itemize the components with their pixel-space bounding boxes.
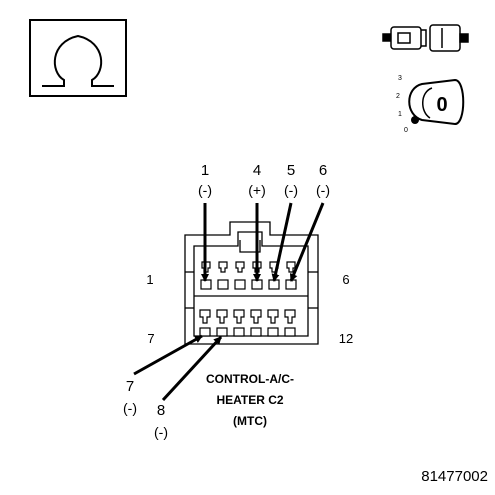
- pin-5-polarity: (-): [284, 182, 298, 198]
- pin-6-number: 6: [319, 162, 327, 179]
- pin-7-polarity: (-): [123, 400, 137, 416]
- cavity-label-top-right: 6: [342, 272, 349, 287]
- top-row-terminals: [200, 261, 297, 290]
- pin-8-polarity: (-): [154, 424, 168, 440]
- cavity-label-bottom-left: 7: [147, 331, 154, 346]
- ignition-key-label: 0: [436, 94, 447, 116]
- cavity-label-bottom-right: 12: [339, 331, 353, 346]
- ignition-position-2: 2: [396, 93, 400, 100]
- ohmmeter-icon: [29, 19, 127, 97]
- cavity-label-top-left: 1: [146, 272, 153, 287]
- connector-name-line-2: HEATER C2: [216, 393, 283, 407]
- pin-6-polarity: (-): [316, 182, 330, 198]
- pin-arrows: [133, 202, 325, 402]
- figure-number: 81477002: [421, 468, 488, 485]
- ignition-position-3: 3: [398, 75, 402, 82]
- connector-body: [184, 221, 319, 345]
- ignition-key-icon: 0 3 2 1 0: [396, 75, 465, 134]
- connector-name-line-1: CONTROL-A/C-: [206, 372, 294, 386]
- pin-4-polarity: (+): [248, 182, 266, 198]
- pin-7-number: 7: [126, 378, 134, 395]
- ignition-position-0: 0: [404, 127, 408, 134]
- connector-disconnected-icon: [382, 24, 469, 52]
- pin-5-arrow: [271, 202, 293, 282]
- pin-4-number: 4: [253, 162, 261, 179]
- pin-5-number: 5: [287, 162, 295, 179]
- pin-8-number: 8: [157, 402, 165, 419]
- bottom-row-terminals: [199, 309, 296, 337]
- ignition-position-1: 1: [398, 111, 402, 118]
- pin-7-arrow: [133, 334, 203, 376]
- pin-8-arrow: [161, 335, 223, 402]
- pin-1-polarity: (-): [198, 182, 212, 198]
- pin-1-number: 1: [201, 162, 209, 179]
- pin-6-arrow: [289, 202, 325, 282]
- connector-name-line-3: (MTC): [233, 414, 267, 428]
